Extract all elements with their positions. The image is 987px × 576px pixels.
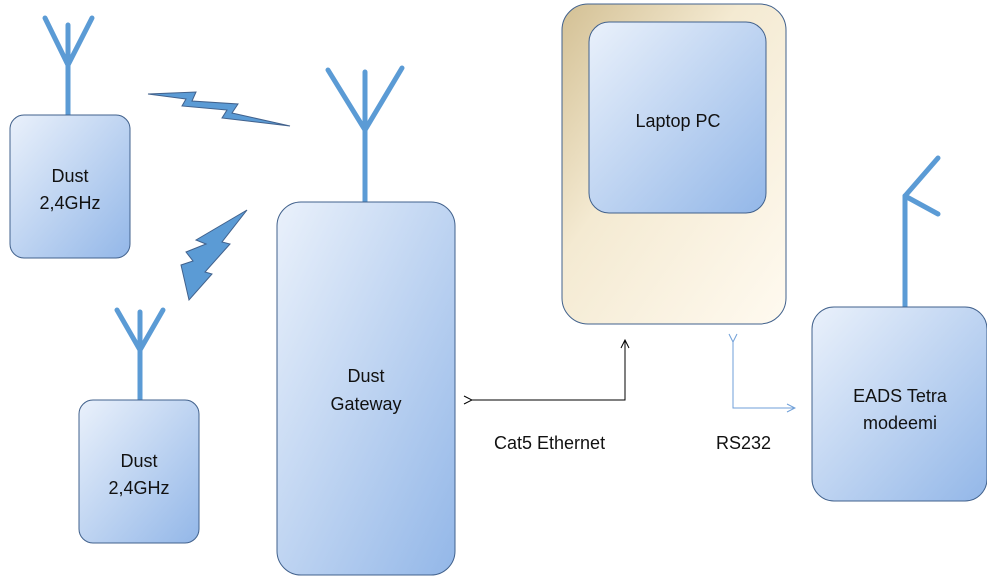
dust-node-2-freq: 2,4GHz <box>108 478 169 498</box>
antenna-icon <box>902 155 941 310</box>
laptop-pc: Laptop PC <box>561 3 787 325</box>
tetra-modem-sub: modeemi <box>863 413 937 433</box>
wireless-link-1-icon <box>147 91 291 127</box>
dust-node-2-box <box>78 399 200 544</box>
serial-label: RS232 <box>716 433 771 453</box>
ethernet-connector <box>472 340 625 400</box>
antenna-icon <box>325 65 405 205</box>
dust-gateway-box <box>276 201 456 576</box>
tetra-modem-box <box>811 306 987 502</box>
dust-node-1-label: Dust <box>51 166 88 186</box>
tetra-modem: EADS Tetra modeemi <box>811 155 987 502</box>
dust-node-2: Dust 2,4GHz <box>78 307 200 544</box>
ethernet-label: Cat5 Ethernet <box>494 433 605 453</box>
serial-connector <box>733 342 795 408</box>
dust-node-1-freq: 2,4GHz <box>39 193 100 213</box>
antenna-icon <box>114 307 166 403</box>
dust-gateway-label: Dust <box>347 366 384 386</box>
dust-node-1-box <box>9 114 131 259</box>
tetra-modem-label: EADS Tetra <box>853 386 948 406</box>
laptop-screen-box <box>588 21 767 214</box>
antenna-icon <box>42 15 95 118</box>
wireless-link-2-icon <box>180 209 248 302</box>
dust-gateway: Dust Gateway <box>276 65 456 576</box>
dust-node-2-label: Dust <box>120 451 157 471</box>
laptop-label: Laptop PC <box>635 111 720 131</box>
dust-node-1: Dust 2,4GHz <box>9 15 131 259</box>
dust-gateway-sub: Gateway <box>330 394 401 414</box>
